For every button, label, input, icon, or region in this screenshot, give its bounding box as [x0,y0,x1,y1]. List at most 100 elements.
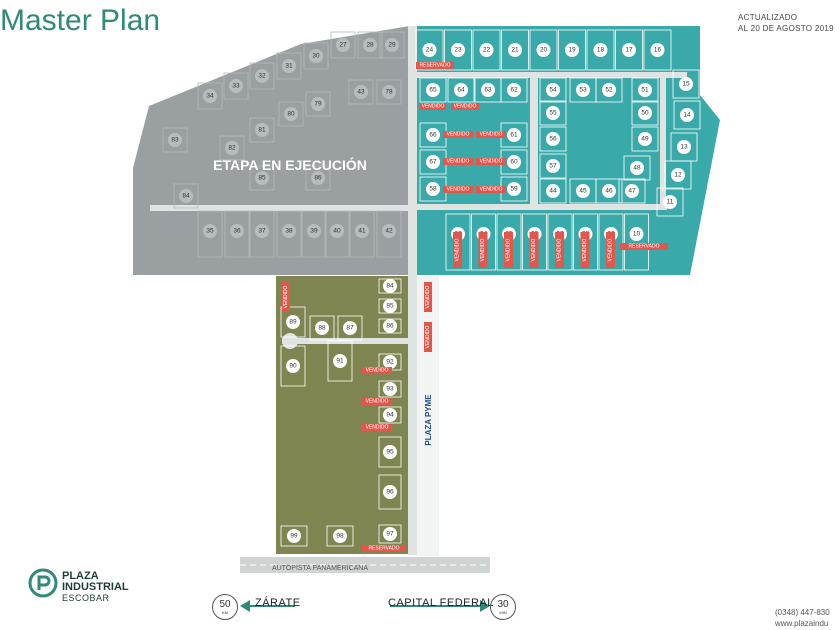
lot-51[interactable]: 51 [631,77,659,103]
lot-88[interactable]: 88 [309,315,335,341]
lot-number-badge [203,89,217,103]
lot-97[interactable]: 97 [378,524,402,544]
lot-49[interactable]: 49 [631,126,659,152]
lot-12[interactable]: 12 [664,160,692,190]
lot-14[interactable]: 14 [673,100,701,130]
lot-36[interactable]: 36 [224,210,250,258]
lot-35[interactable]: 35 [197,210,223,258]
lot-81[interactable]: 81 [249,117,275,143]
lot-62[interactable]: 62 [500,77,528,103]
lot-42[interactable]: 42 [376,210,402,258]
lot-86[interactable]: 86 [378,318,402,334]
lot-91[interactable]: 91 [327,340,353,382]
lot-number-badge [663,195,677,209]
lot-87[interactable]: 87 [337,315,363,341]
lot-56[interactable]: 56 [539,126,567,152]
lot-number: 89 [289,319,297,326]
lot-23[interactable]: 23 [444,29,472,71]
lot-37[interactable]: 37 [249,210,275,258]
lot-17[interactable]: 17 [615,29,643,71]
lot-95[interactable]: 95 [378,436,402,468]
lot-52[interactable]: 52 [595,77,623,103]
lot-86[interactable]: 86 [305,165,331,191]
lot-11[interactable]: 11 [656,187,684,217]
lot-39[interactable]: 39 [301,210,327,258]
lot-20[interactable]: 20 [529,29,558,71]
lot-54[interactable]: 54 [539,77,567,103]
lot-18[interactable]: 18 [586,29,615,71]
lot-43[interactable]: 43 [348,79,374,105]
lot-number: 67 [429,159,437,166]
lot-number-badge [383,382,397,396]
sold-tag: VENDIDO [580,232,590,268]
lot-99[interactable]: 99 [280,525,308,547]
lot-32[interactable]: 32 [249,62,275,90]
lot-33[interactable]: 33 [223,72,249,100]
lot-boundary [376,210,402,258]
lot-number-badge [255,69,269,83]
lot-47[interactable]: 47 [618,178,646,204]
capital-federal-label: CAPITAL FEDERAL [388,597,494,609]
lot-80[interactable]: 80 [278,101,304,127]
lot-41[interactable]: 41 [349,210,375,258]
lot-number-badge [311,171,325,185]
lot-27[interactable]: 27 [330,31,356,59]
lot-84[interactable]: 84 [173,183,199,209]
lot-29[interactable]: 29 [379,31,405,59]
lot-28[interactable]: 28 [357,31,383,59]
lot-64[interactable]: 64 [447,77,475,103]
lot-19[interactable]: 19 [558,29,586,71]
lot-15[interactable]: 15 [672,69,700,99]
svg-text:RESERVADO: RESERVADO [420,63,451,69]
lot-44[interactable]: 44 [539,178,567,204]
lot-93[interactable]: 93 [378,380,402,398]
lot-90[interactable]: 90 [280,345,306,387]
lot-59[interactable]: 59 [500,176,528,202]
svg-text:VENDIDO: VENDIDO [480,238,486,261]
lot-66[interactable]: 66 [419,122,447,148]
lot-number: 28 [366,42,374,49]
lot-number-badge [311,97,325,111]
lot-31[interactable]: 31 [276,52,302,80]
lot-10[interactable]: 10 [624,213,649,271]
lot-61[interactable]: 61 [500,122,528,148]
lot-94[interactable]: 94 [378,406,402,424]
lot-79[interactable]: 79 [305,91,331,117]
lot-83[interactable]: 83 [162,127,188,153]
lot-number: 19 [568,47,576,54]
lot-34[interactable]: 34 [197,82,223,110]
lot-number: 63 [484,87,492,94]
lot-number-badge [546,83,560,97]
lot-22[interactable]: 22 [472,29,501,71]
lot-48[interactable]: 48 [623,155,651,181]
lot-50[interactable]: 50 [631,100,659,126]
lot-16[interactable]: 16 [643,29,672,71]
lot-boundary [539,153,567,179]
lot-98[interactable]: 98 [326,525,354,547]
lot-85[interactable]: 85 [378,298,402,314]
lot-57[interactable]: 57 [539,153,567,179]
lot-40[interactable]: 40 [324,210,350,258]
lot-85[interactable]: 85 [249,165,275,191]
lot-46[interactable]: 46 [595,178,623,204]
lot-number-badge [255,171,269,185]
lot-boundary [547,213,573,271]
lot-number: 82 [228,145,236,152]
lot-boundary [378,380,402,398]
lot-number: 45 [579,188,587,195]
lot-38[interactable]: 38 [276,210,302,258]
lot-55[interactable]: 55 [539,100,567,126]
lot-30[interactable]: 30 [303,42,329,70]
lot-24[interactable]: 24 [415,29,444,71]
lot-82[interactable]: 82 [219,135,245,161]
lot-boundary [664,160,692,190]
lot-84[interactable]: 84 [378,278,402,294]
lot-number-badge [680,108,694,122]
sold-tag: VENDIDO [443,131,473,138]
svg-text:VENDIDO: VENDIDO [506,238,512,261]
lot-65[interactable]: 65 [419,77,447,103]
lot-78[interactable]: 78 [376,79,402,105]
lot-21[interactable]: 21 [501,29,529,71]
lot-89[interactable]: 89 [280,306,306,338]
lot-96[interactable]: 96 [378,474,402,510]
